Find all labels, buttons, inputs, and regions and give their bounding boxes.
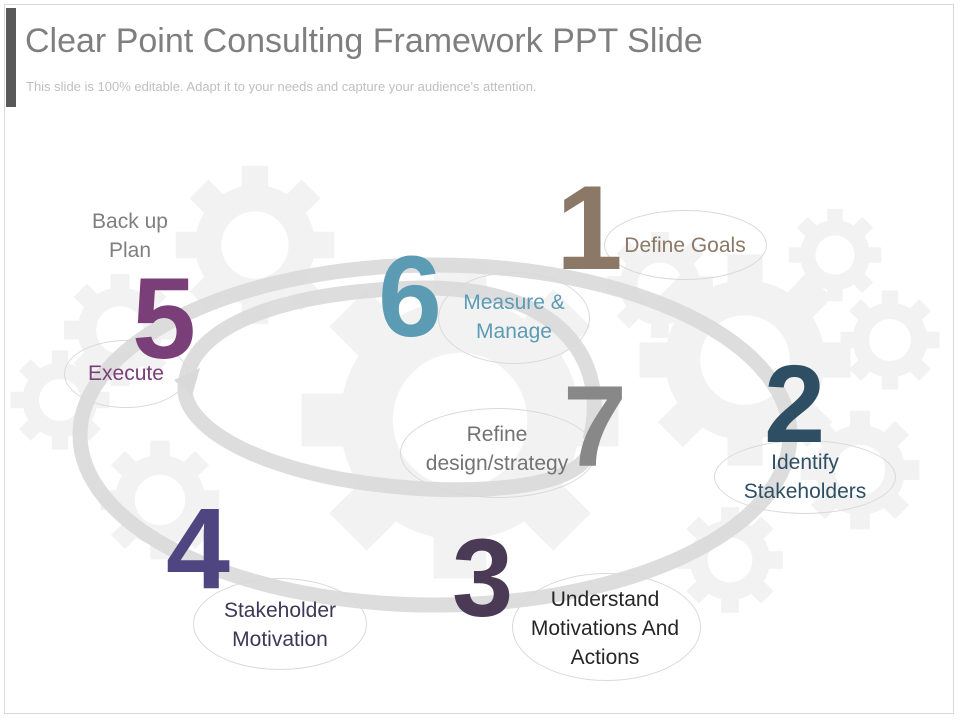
label-oval-1 xyxy=(604,210,767,280)
step-label-4: Stakeholder Motivation xyxy=(223,599,337,651)
gear-icon xyxy=(840,290,940,390)
step-number-7: 7 xyxy=(563,363,627,491)
step-number-2: 2 xyxy=(764,343,826,466)
outer-loop xyxy=(72,257,798,613)
label-oval-5 xyxy=(64,340,188,408)
slide-title: Clear Point Consulting Framework PPT Sli… xyxy=(25,22,703,60)
step-label-5: Execute xyxy=(88,362,164,385)
step-number-1: 1 xyxy=(556,161,623,295)
label-oval-4 xyxy=(193,578,367,670)
label-oval-2 xyxy=(714,440,896,514)
label-oval-3 xyxy=(512,573,701,681)
title-accent-bar xyxy=(6,8,16,107)
step-number-4: 4 xyxy=(166,485,230,613)
label-oval-6 xyxy=(438,272,590,364)
loop-arrowhead xyxy=(174,368,200,396)
step-label-1: Define Goals xyxy=(624,234,746,257)
step-label-2: Identify Stakeholders xyxy=(743,451,867,503)
step-label-6: Measure & Manage xyxy=(463,291,565,343)
step-number-6: 6 xyxy=(378,233,442,361)
step-label-7: Refine design/strategy xyxy=(425,423,569,475)
gear-icon xyxy=(788,208,882,302)
slide-frame xyxy=(4,4,954,714)
step-label-5-backup: Back up Plan xyxy=(92,210,168,262)
step-number-5: 5 xyxy=(132,255,196,383)
slide-subtitle: This slide is 100% editable. Adapt it to… xyxy=(26,79,537,94)
label-oval-7 xyxy=(400,408,596,498)
step-label-3: Understand Motivations And Actions xyxy=(530,588,680,669)
step-number-3: 3 xyxy=(452,517,514,640)
